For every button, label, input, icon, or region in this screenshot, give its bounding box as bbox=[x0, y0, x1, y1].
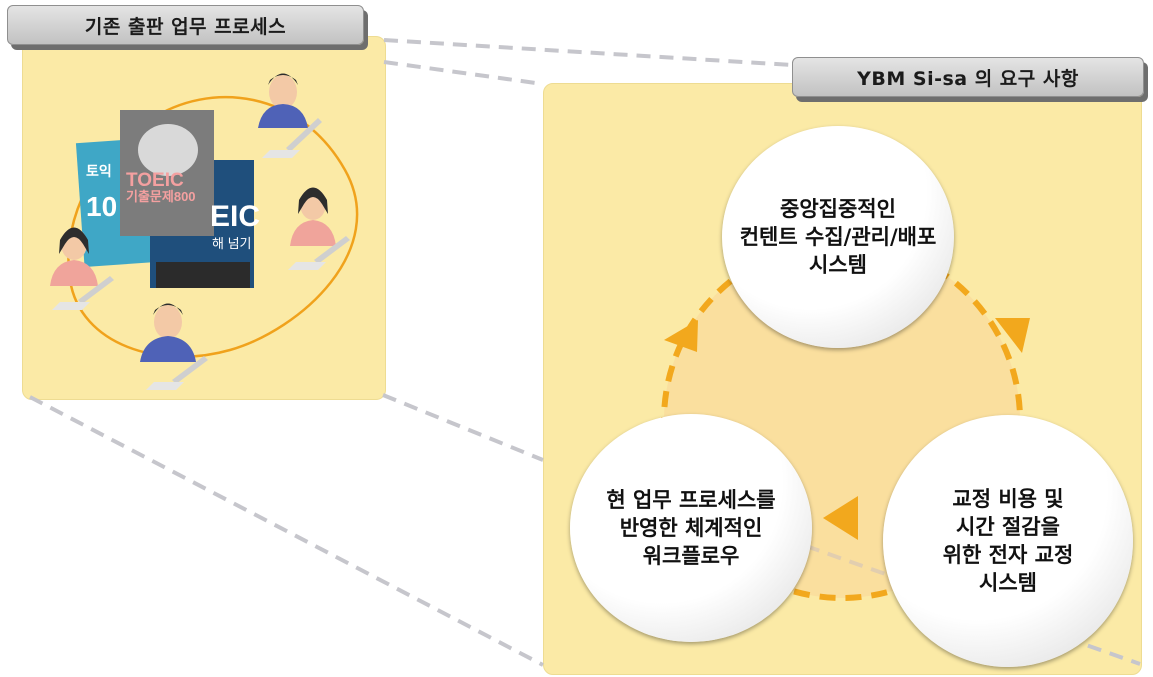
cycle-arrow-right-icon bbox=[995, 318, 1030, 353]
book-left-subtitle: 10 bbox=[86, 191, 117, 222]
book-right-title: EIC bbox=[210, 200, 260, 233]
book-stack: TOEIC 기출문제800 EIC 해 넘기 토익 10 bbox=[75, 110, 260, 288]
book-front-photo bbox=[138, 124, 198, 176]
requirement-proofing-label: 교정 비용 및 시간 절감을 위한 전자 교정 시스템 bbox=[942, 487, 1074, 595]
connector-line-middle bbox=[382, 393, 544, 462]
person-pink-right-icon bbox=[288, 187, 350, 270]
existing-process-title: 기존 출판 업무 프로세스 bbox=[7, 5, 364, 45]
requirement-centralized-label: 중앙집중적인 컨텐트 수집/관리/배포 시스템 bbox=[739, 197, 937, 277]
connector-line-top bbox=[383, 38, 793, 67]
person-blue-bottom-icon bbox=[140, 303, 208, 390]
requirement-workflow-label: 현 업무 프로세스를 반영한 체계적인 워크플로우 bbox=[606, 488, 776, 568]
person-pink-left-icon bbox=[50, 227, 114, 310]
cycle-arrow-bottom-icon bbox=[823, 496, 858, 540]
people-network: TOEIC 기출문제800 EIC 해 넘기 토익 10 bbox=[50, 73, 359, 390]
book-front-subtitle: 기출문제800 bbox=[126, 189, 196, 204]
requirements-title: YBM Si-sa 의 요구 사항 bbox=[792, 57, 1144, 97]
cycle-arrow-left-icon bbox=[664, 320, 698, 352]
person-blue-top-icon bbox=[258, 73, 322, 158]
connector-line-bottom bbox=[29, 395, 544, 667]
book-right-band bbox=[156, 262, 250, 288]
requirement-electronic-proofing-system: 교정 비용 및 시간 절감을 위한 전자 교정 시스템 bbox=[883, 415, 1133, 667]
book-left-title: 토익 bbox=[86, 163, 112, 179]
requirement-workflow: 현 업무 프로세스를 반영한 체계적인 워크플로우 bbox=[570, 414, 812, 642]
book-right-subtitle: 해 넘기 bbox=[212, 236, 252, 251]
requirement-centralized-content-system: 중앙집중적인 컨텐트 수집/관리/배포 시스템 bbox=[722, 126, 954, 348]
connector-line-upper bbox=[383, 60, 544, 86]
book-front-title: TOEIC bbox=[126, 170, 184, 191]
